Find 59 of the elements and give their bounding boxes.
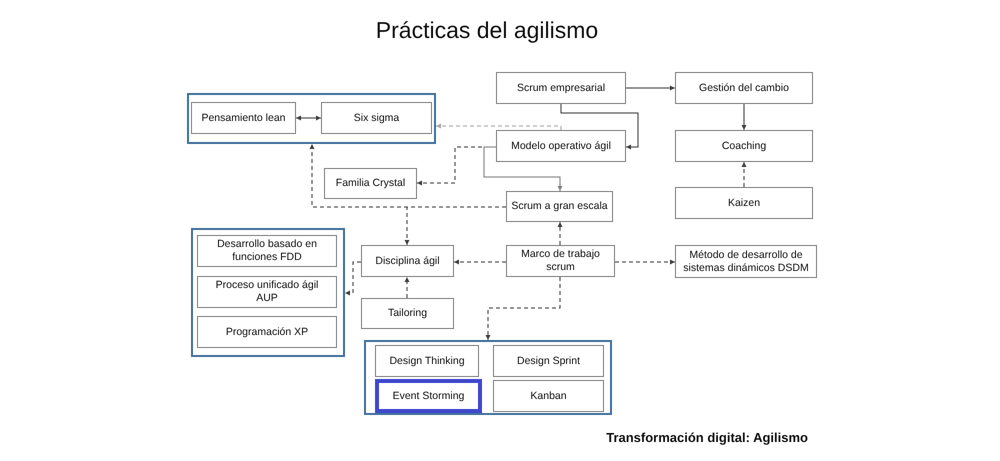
- box-label: Marco de trabajo scrum: [520, 248, 601, 274]
- group-frame: [187, 93, 436, 144]
- process-box: [324, 168, 417, 199]
- process-box: [493, 380, 604, 412]
- dashed-arrow: [742, 162, 746, 188]
- double-arrow: [296, 116, 322, 120]
- box-label: Gestión del cambio: [698, 82, 790, 94]
- box-label: Scrum empresarial: [516, 82, 606, 94]
- dashed-arrow: [486, 276, 560, 340]
- process-box: [493, 345, 604, 377]
- box-label: Design Sprint: [516, 354, 582, 368]
- process-box: [191, 102, 296, 134]
- box-label: Design Thinking: [388, 354, 466, 368]
- dashed-arrow: [404, 206, 506, 246]
- process-box: [197, 276, 337, 308]
- box-label: Scrum a gran escala: [510, 200, 609, 213]
- dashed-arrow: [344, 262, 362, 296]
- box-label: Familia Crystal: [334, 177, 406, 190]
- dashed-arrow: [558, 222, 562, 246]
- dashed-arrow: [436, 124, 562, 130]
- process-box: [675, 187, 813, 219]
- process-box: [675, 245, 817, 278]
- group-frame: [364, 340, 612, 415]
- box-label: Kanban: [529, 390, 568, 402]
- box-label: Coaching: [720, 140, 768, 152]
- process-box: [496, 130, 626, 162]
- process-box: [321, 102, 432, 134]
- box-label: Modelo operativo ágil: [510, 140, 612, 152]
- process-box: [506, 191, 613, 222]
- arrow: [560, 104, 638, 150]
- process-box: [361, 298, 454, 329]
- dashed-arrow: [454, 260, 506, 264]
- group-frame: [191, 228, 345, 357]
- box-label: Proceso unificado ágil AUP: [214, 279, 320, 305]
- dashed-arrow: [404, 276, 410, 298]
- process-box: [675, 130, 813, 162]
- box-label: Tailoring: [386, 307, 428, 320]
- box-label: Desarrollo basado en funciones FDD: [216, 238, 318, 264]
- box-label: Método de desarrollo de sistemas dinámicos DSDM: [682, 248, 810, 274]
- arrow: [742, 104, 746, 130]
- process-box: [197, 316, 337, 348]
- box-label: Six sigma: [352, 112, 400, 124]
- process-box: [675, 72, 813, 104]
- dashed-arrow: [614, 260, 676, 264]
- caption: Transformación digital: Agilismo: [606, 429, 808, 446]
- box-label: Disciplina ágil: [374, 254, 441, 268]
- process-box: [496, 72, 626, 104]
- arrow: [484, 146, 562, 192]
- process-box: [375, 345, 479, 377]
- box-label: Programación XP: [224, 326, 310, 338]
- process-box: [197, 235, 337, 267]
- box-label: Pensamiento lean: [200, 112, 287, 124]
- arrow: [626, 86, 676, 90]
- diagram-title: Prácticas del agilismo: [374, 16, 600, 45]
- process-box: [506, 245, 615, 277]
- process-box: [375, 379, 482, 413]
- box-label: Event Storming: [392, 390, 466, 402]
- box-label: Kaizen: [726, 196, 762, 210]
- process-box: [361, 245, 454, 277]
